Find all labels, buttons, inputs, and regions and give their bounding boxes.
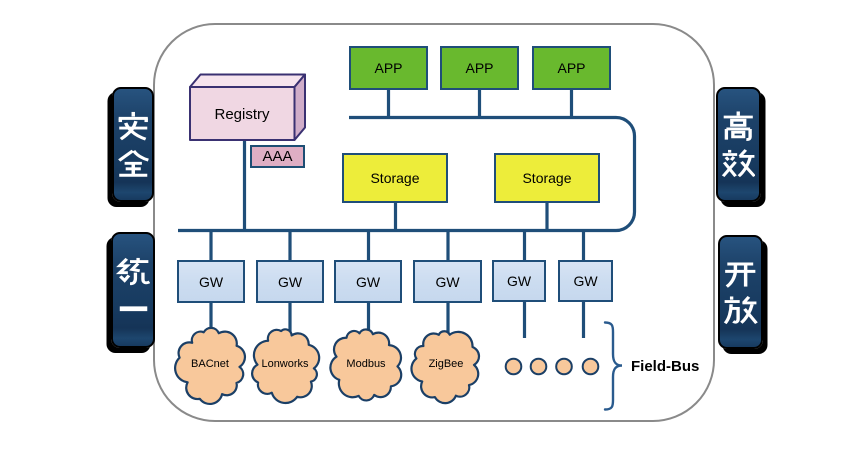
svg-text:Modbus: Modbus bbox=[346, 358, 386, 370]
svg-text:Registry: Registry bbox=[214, 106, 270, 123]
svg-text:Field-Bus: Field-Bus bbox=[631, 358, 699, 375]
svg-text:ZigBee: ZigBee bbox=[429, 358, 464, 370]
svg-text:Lonworks: Lonworks bbox=[261, 358, 309, 370]
svg-text:BACnet: BACnet bbox=[191, 358, 229, 370]
